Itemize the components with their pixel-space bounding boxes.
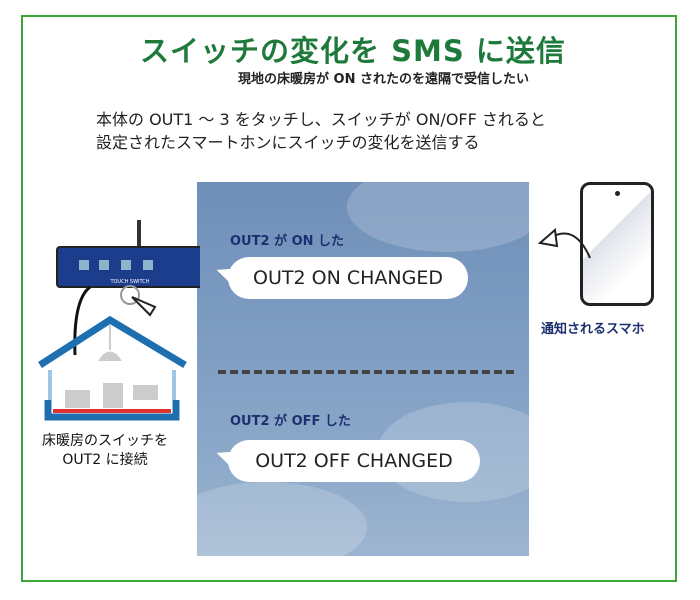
house-label: 床暖房のスイッチを OUT2 に接続 [30,432,180,470]
description-line: 設定されたスマートホンにスイッチの変化を送信する [96,133,480,152]
description-line: 本体の OUT1 〜 3 をタッチし、スイッチが ON/OFF されると [96,110,546,129]
hand-pointer-icon [131,296,157,317]
page-title: スイッチの変化を SMS に送信 [140,34,566,68]
house-label-line: 床暖房のスイッチを [42,433,168,449]
curved-arrow-icon [537,228,591,259]
message-label-off: OUT2 が OFF した [230,414,351,429]
device-panel-label: TOUCH SWITCH [109,279,149,285]
divider [218,370,514,374]
device-house-illustration: TOUCH SWITCH [38,220,200,421]
message-label-on: OUT2 が ON した [230,234,345,249]
subtitle: 現地の床暖房が ON されたのを遠隔で受信したい [238,72,529,87]
sms-sky-panel [167,162,557,572]
sms-bubble-on: OUT2 ON CHANGED [228,257,468,299]
frame-border [21,15,677,582]
house-label-line: OUT2 に接続 [62,452,148,468]
sms-bubble-off: OUT2 OFF CHANGED [228,440,480,482]
description: 本体の OUT1 〜 3 をタッチし、スイッチが ON/OFF されると 設定さ… [96,108,546,154]
phone-label: 通知されるスマホ [541,322,645,337]
